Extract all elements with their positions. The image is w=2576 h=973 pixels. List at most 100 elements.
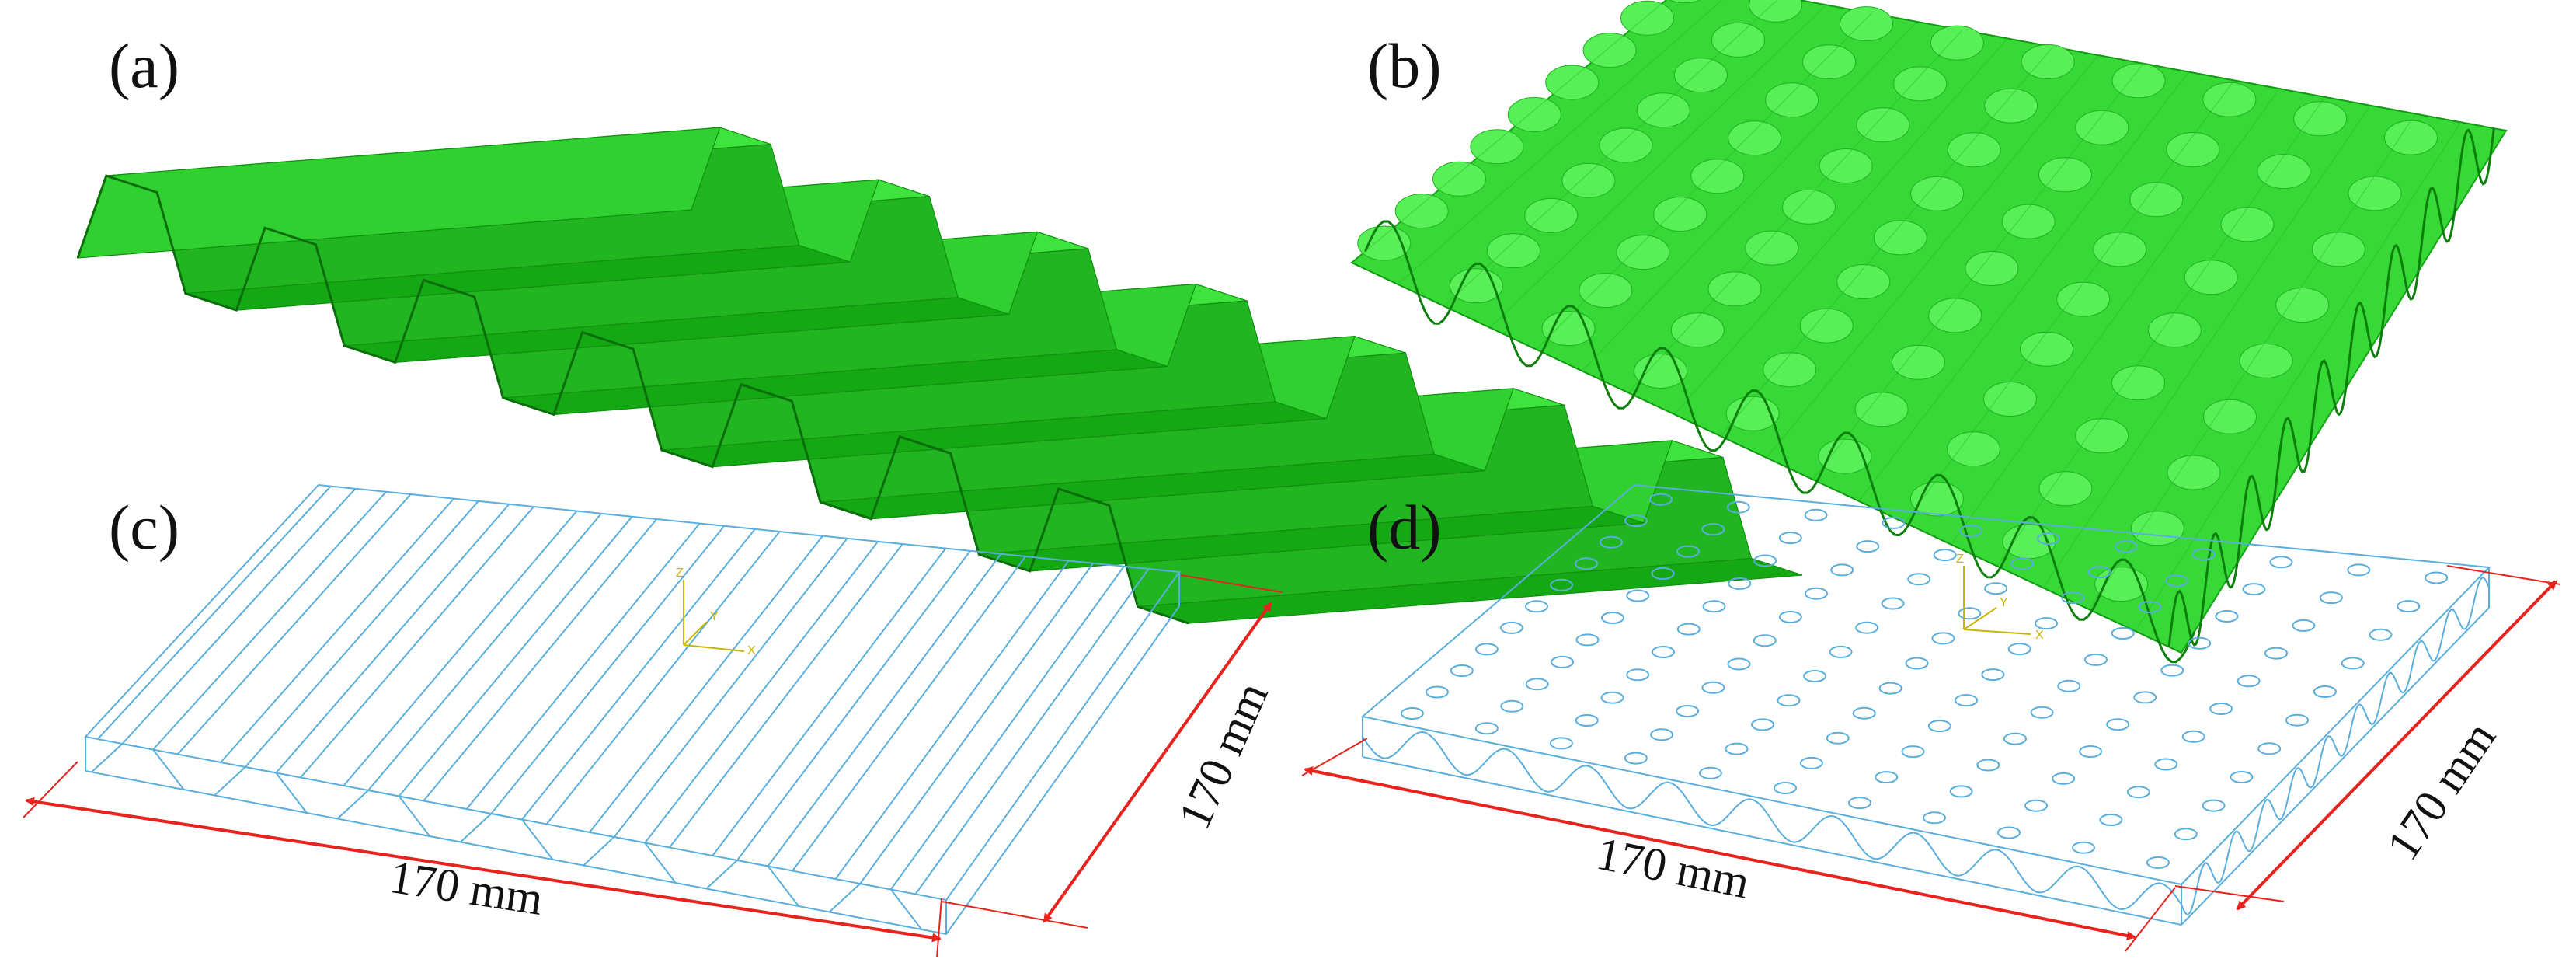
panel-d-axis-triad — [1963, 566, 2031, 635]
core-cross-section — [91, 742, 185, 790]
core-cross-section — [336, 789, 430, 837]
core-line — [792, 556, 1026, 872]
core-dimple — [2024, 799, 2048, 812]
core-line — [712, 547, 947, 856]
core-dimple — [1958, 607, 1982, 620]
core-dimple — [1551, 655, 1575, 668]
core-line — [176, 493, 412, 755]
core-cross-section — [583, 835, 677, 884]
core-dimple — [1702, 600, 1726, 613]
eggbox-bump — [1856, 107, 1910, 143]
core-dimple — [1725, 742, 1749, 755]
core-line — [121, 488, 357, 745]
core-line — [767, 553, 1002, 867]
eggbox-gridline — [1996, 96, 2326, 567]
panel-d-depth-dimension: 170 mm — [2174, 565, 2561, 911]
core-dimple — [1881, 597, 1905, 610]
eggbox-bump — [2257, 154, 2311, 190]
core-dimple — [2264, 647, 2288, 660]
core-line — [343, 510, 578, 786]
core-dimple — [1855, 621, 1879, 634]
core-dimple — [1575, 557, 1598, 570]
core-dimple — [2257, 742, 2282, 755]
core-dimple — [2191, 548, 2216, 561]
eggbox-bump — [1799, 308, 1854, 344]
eggbox-bump — [1782, 189, 1836, 225]
core-dimple — [1830, 563, 1854, 577]
core-dimple — [1852, 706, 1876, 720]
core-dimple — [1778, 532, 1802, 545]
eggbox-bump — [2167, 455, 2221, 490]
core-dimple — [1626, 589, 1650, 602]
core-front-wave — [1362, 731, 2182, 911]
core-dimple — [2106, 718, 2130, 731]
eggbox-bump — [2239, 343, 2293, 378]
eggbox-bump — [1765, 82, 1819, 118]
core-dimple — [2165, 574, 2188, 588]
core-dimple — [1804, 508, 1828, 521]
core-dimple — [1575, 633, 1600, 647]
core-dimple — [2138, 601, 2162, 613]
core-dimple — [1425, 685, 1449, 699]
bottom-skin — [85, 605, 1180, 936]
core-dimple — [1624, 514, 1648, 528]
core-dimple — [2035, 617, 2058, 630]
core-dimple — [2202, 799, 2226, 812]
panel-b-eggbox-sheet — [1350, 0, 2508, 664]
eggbox-bump — [1763, 352, 1817, 388]
panel-d-axis-y: Y — [2000, 596, 2008, 609]
core-dimple — [2037, 532, 2060, 545]
eggbox-bump — [1690, 159, 1745, 194]
core-dimple — [1450, 664, 1474, 677]
core-dimple — [1701, 681, 1725, 694]
eggbox-bump — [1836, 264, 1891, 299]
eggbox-bump — [2038, 157, 2092, 193]
eggbox-bump — [1728, 120, 1782, 156]
eggbox-bump — [2056, 281, 2111, 317]
eggbox-gridline — [1812, 63, 2144, 480]
panel-d-depth-label: 170 mm — [2376, 713, 2505, 869]
core-dimple — [1959, 525, 1983, 537]
eggbox-bump — [1893, 66, 1948, 102]
eggbox-gridline — [1489, 4, 1827, 329]
core-dimple — [1907, 573, 1931, 586]
core-dimple — [1727, 657, 1751, 671]
eggbox-bump — [2001, 204, 2056, 239]
core-line — [465, 522, 701, 810]
eggbox-bump — [1394, 194, 1449, 229]
core-dimple — [2154, 758, 2178, 771]
panel-a-label: (a) — [109, 30, 179, 101]
core-dimple — [1933, 549, 1957, 562]
eggbox-right-edge — [2167, 127, 2495, 647]
core-dimple — [1997, 826, 2021, 839]
core-line — [490, 525, 726, 814]
core-line — [644, 541, 879, 844]
core-dimple — [1499, 621, 1523, 634]
core-dimple — [2369, 628, 2393, 641]
core-dimple — [1550, 578, 1573, 591]
core-dimple — [2319, 591, 2343, 605]
core-dimple — [1927, 720, 1951, 733]
core-line — [736, 550, 971, 861]
core-dimple — [1777, 694, 1801, 707]
core-dimple — [2133, 691, 2157, 704]
core-dimple — [1949, 785, 1973, 798]
eggbox-gridline — [1351, 0, 1667, 263]
eggbox-bump — [1561, 162, 1616, 198]
core-dimple — [2313, 685, 2337, 698]
eggbox-bump — [1854, 392, 1909, 427]
core-cross-section — [460, 812, 554, 860]
eggbox-bump — [1673, 58, 1728, 93]
eggbox-gridline — [1950, 88, 2280, 545]
core-dimple — [1624, 752, 1648, 765]
core-line — [834, 560, 1070, 880]
eggbox-gridline — [2181, 130, 2507, 654]
core-dimple — [1753, 634, 1777, 647]
eggbox-bump — [1965, 251, 2019, 286]
core-dimple — [1984, 582, 2008, 595]
eggbox-bump — [2075, 418, 2129, 454]
panel-c-depth-label: 170 mm — [1168, 675, 1278, 836]
eggbox-bump — [1616, 235, 1670, 270]
core-dimple — [2099, 814, 2123, 826]
core-dimple — [1878, 682, 1902, 695]
